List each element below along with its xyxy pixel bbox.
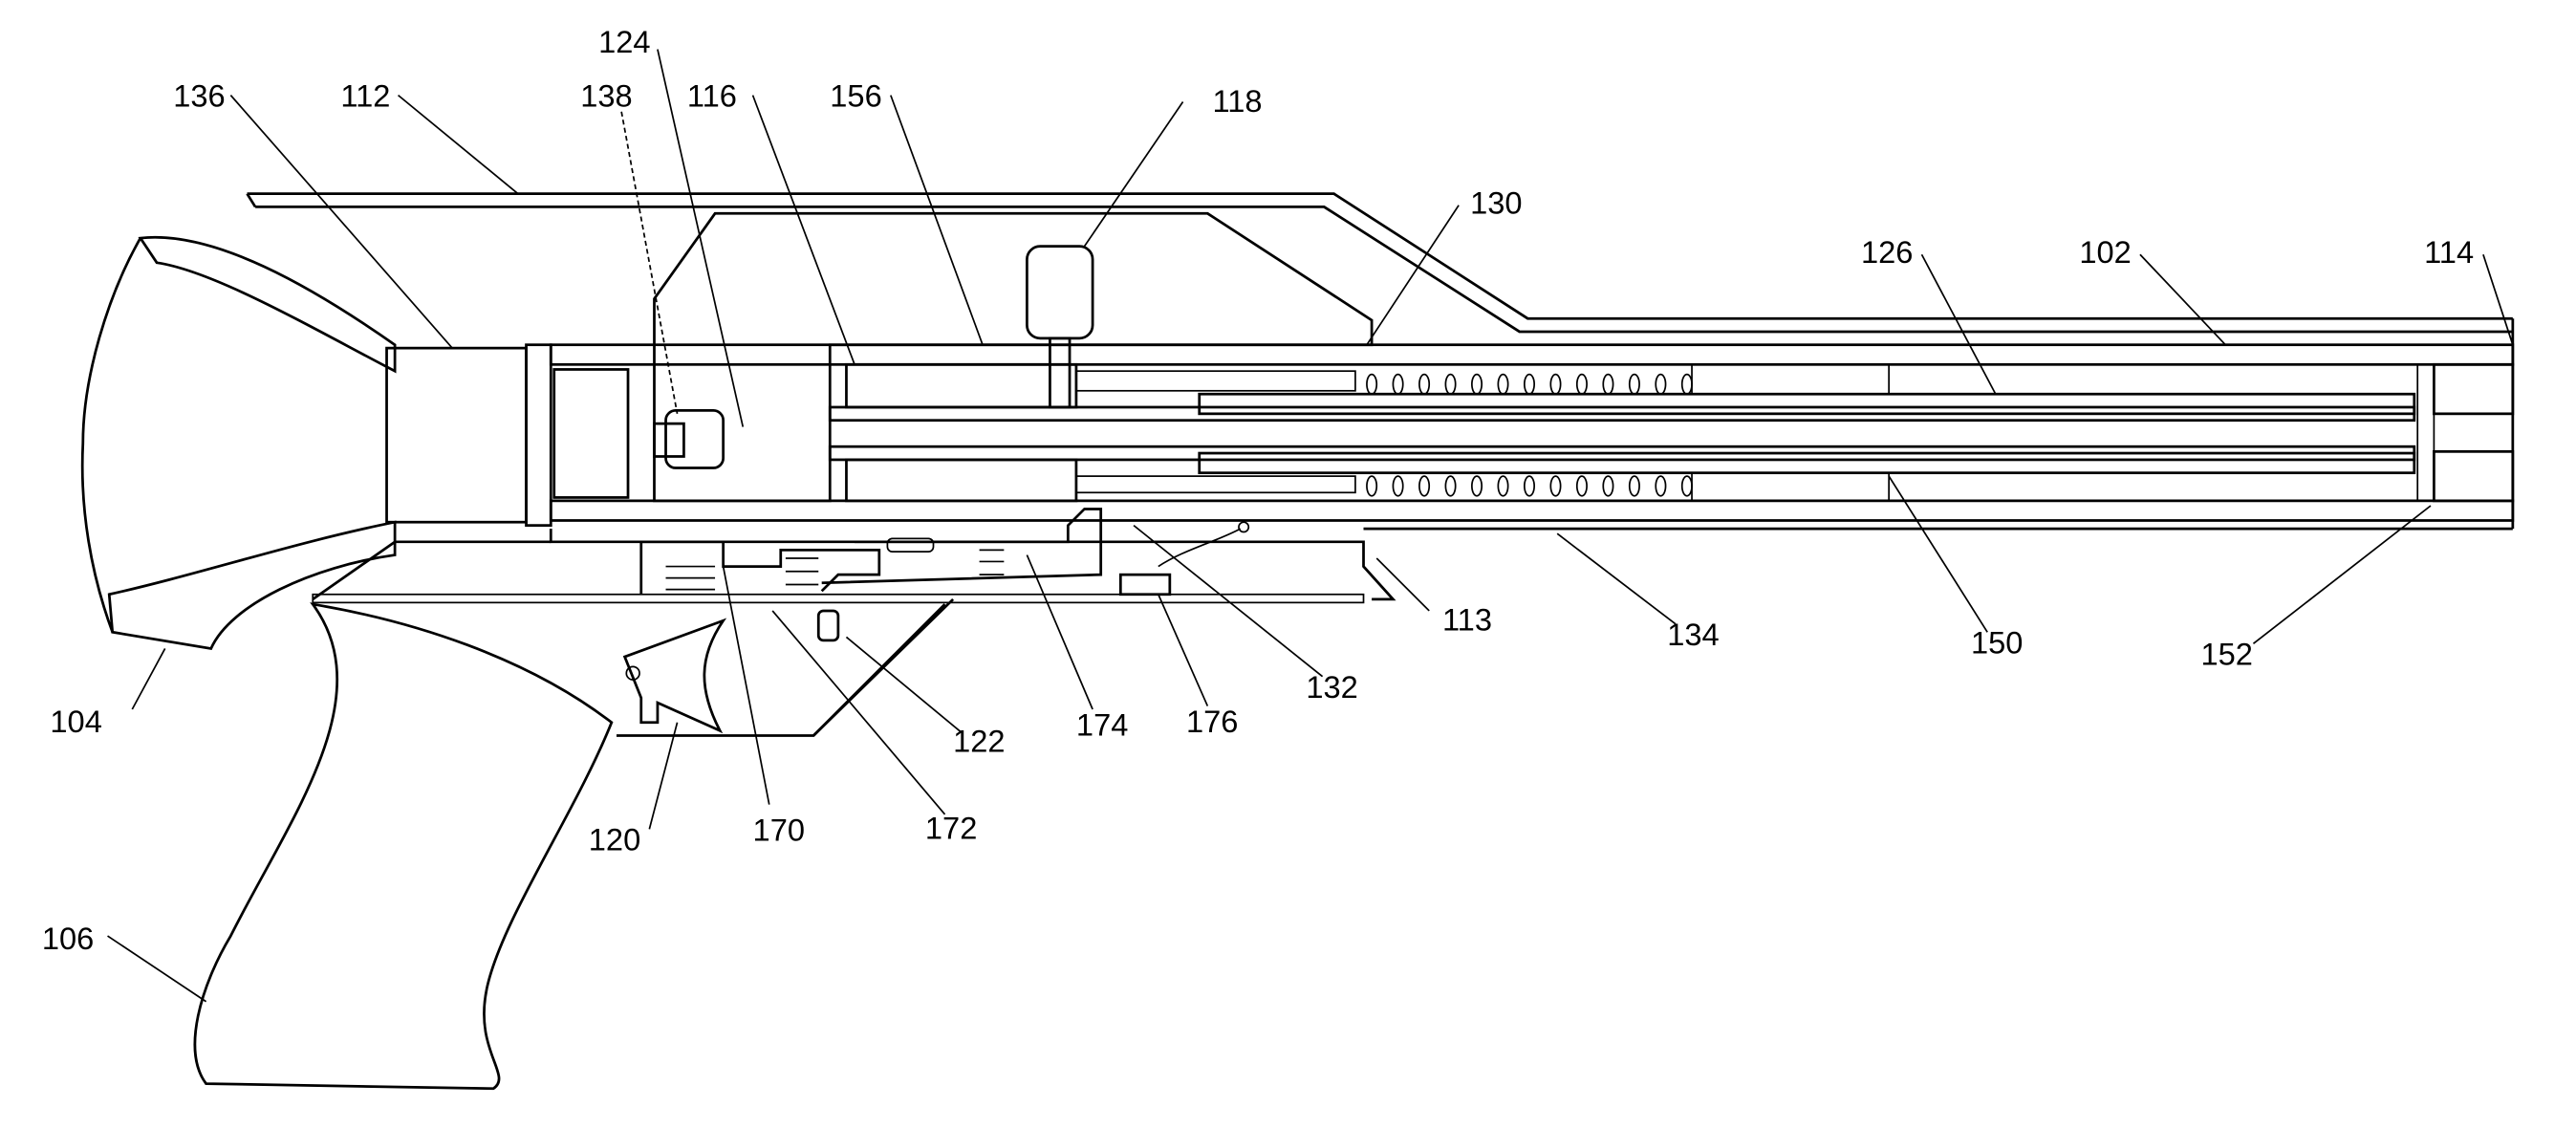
trigger-mechanism bbox=[639, 508, 1250, 642]
ref-116: 116 bbox=[687, 78, 737, 114]
spring-coil bbox=[1471, 373, 1483, 396]
pistol-grip bbox=[193, 602, 614, 1091]
ref-138: 138 bbox=[580, 78, 632, 114]
bolt-knob bbox=[653, 409, 725, 469]
spring-coil bbox=[1418, 373, 1431, 396]
spring-coil bbox=[1549, 373, 1562, 396]
spring-coil bbox=[1366, 475, 1378, 497]
spring-coil bbox=[1471, 475, 1483, 497]
buttstock bbox=[80, 235, 397, 650]
ref-126: 126 bbox=[1861, 234, 1913, 270]
ref-150: 150 bbox=[1971, 625, 2023, 661]
ref-104: 104 bbox=[50, 704, 101, 739]
spring-coil bbox=[1497, 373, 1509, 396]
spring-coil bbox=[1523, 475, 1536, 497]
spring-coil bbox=[1628, 475, 1640, 497]
spring-coil bbox=[1444, 475, 1457, 497]
trigger bbox=[622, 618, 727, 734]
spring-coil bbox=[1392, 475, 1404, 497]
lower-frame bbox=[312, 529, 1396, 737]
rear-thread bbox=[552, 368, 630, 499]
ref-176: 176 bbox=[1186, 704, 1238, 739]
spring bbox=[1366, 373, 1693, 497]
spring-coil bbox=[1680, 475, 1693, 497]
spring-coil bbox=[1655, 475, 1667, 497]
plate bbox=[525, 343, 552, 528]
leader-lines bbox=[107, 49, 2514, 1003]
ref-114: 114 bbox=[2424, 234, 2474, 270]
spring-coil bbox=[1418, 475, 1431, 497]
spring-coil bbox=[1575, 475, 1588, 497]
ref-136: 136 bbox=[173, 78, 225, 114]
spring-coil bbox=[1575, 373, 1588, 396]
ref-124: 124 bbox=[598, 24, 650, 59]
ref-152: 152 bbox=[2200, 637, 2252, 672]
ref-122: 122 bbox=[953, 724, 1005, 759]
ref-172: 172 bbox=[925, 811, 977, 846]
ref-102: 102 bbox=[2079, 234, 2131, 270]
sleeve bbox=[1691, 363, 1891, 502]
receiver-block bbox=[653, 211, 1374, 503]
ref-156: 156 bbox=[830, 78, 881, 114]
spring-coil bbox=[1444, 373, 1457, 396]
spring-coil bbox=[1497, 475, 1509, 497]
ref-174: 174 bbox=[1076, 706, 1128, 742]
spring-coil bbox=[1366, 373, 1378, 396]
spring-coil bbox=[1392, 373, 1404, 396]
ref-118: 118 bbox=[1212, 83, 1262, 119]
spring-coil bbox=[1549, 475, 1562, 497]
end-cap bbox=[2416, 362, 2515, 503]
spring-coil bbox=[1523, 373, 1536, 396]
piston bbox=[845, 362, 1356, 503]
threaded-coupling bbox=[385, 346, 528, 524]
ref-106: 106 bbox=[42, 921, 94, 956]
ref-113: 113 bbox=[1442, 602, 1492, 638]
cocking-knob bbox=[1026, 245, 1094, 409]
ref-132: 132 bbox=[1306, 669, 1357, 705]
spring-coil bbox=[1628, 373, 1640, 396]
spring-coil bbox=[1602, 373, 1614, 396]
spring-coil bbox=[1602, 475, 1614, 497]
ref-120: 120 bbox=[589, 822, 640, 857]
ref-134: 134 bbox=[1667, 617, 1719, 652]
top-rail bbox=[246, 192, 2513, 334]
spring-coil bbox=[1655, 373, 1667, 396]
ref-112: 112 bbox=[340, 78, 390, 114]
spring-coil bbox=[1680, 373, 1693, 396]
ref-170: 170 bbox=[753, 812, 805, 847]
reference-numerals: 136 112 138 124 116 156 118 130 126 102 … bbox=[42, 24, 2474, 956]
ref-130: 130 bbox=[1470, 184, 1522, 220]
